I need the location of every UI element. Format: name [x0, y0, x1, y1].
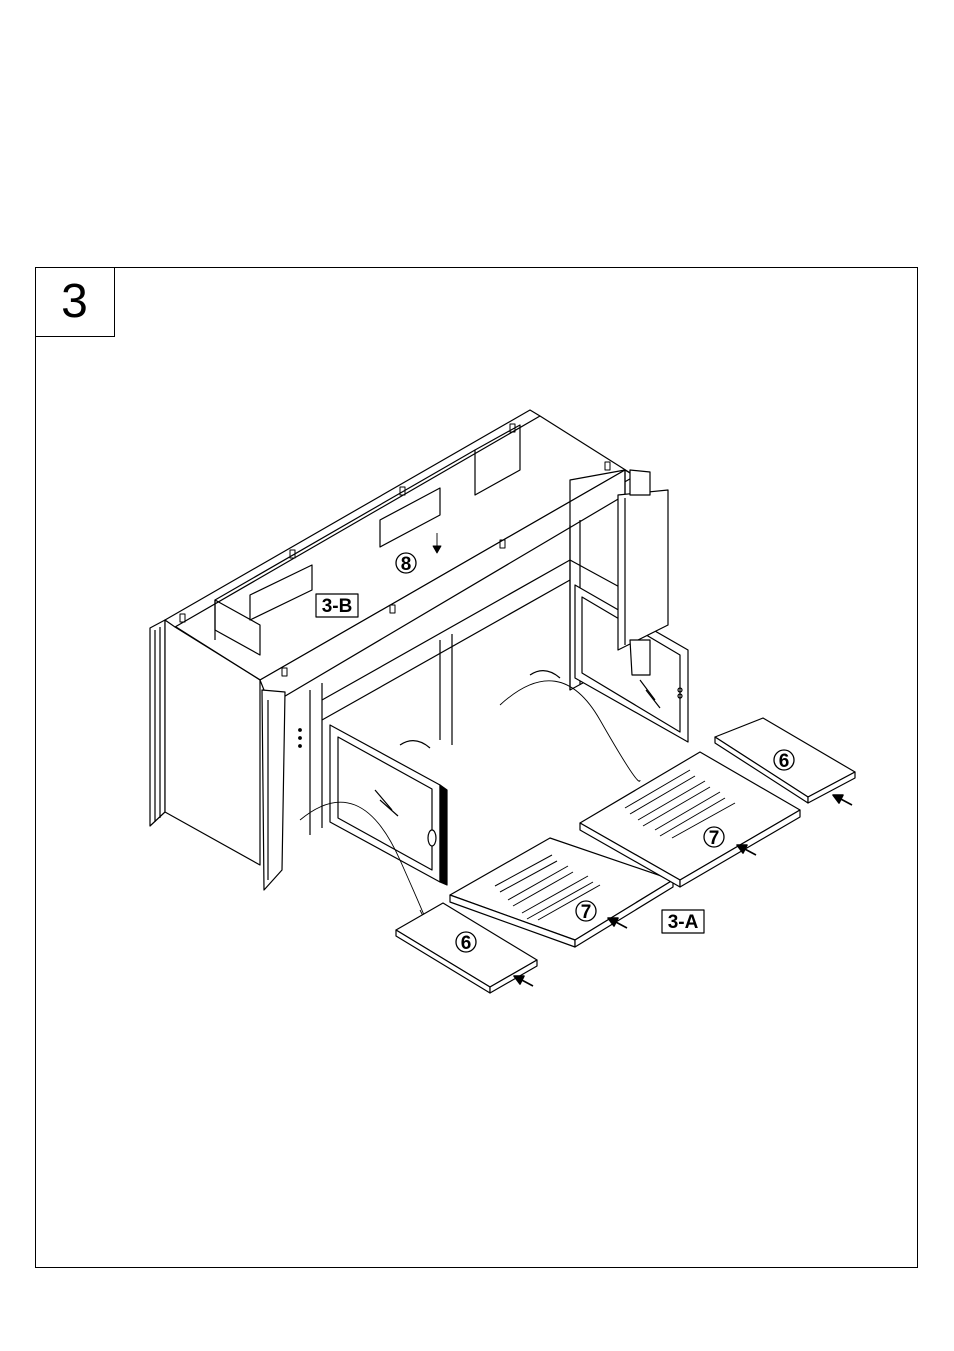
left-door: [262, 690, 301, 890]
callout-3-a-label: 3-A: [668, 912, 699, 933]
cam-screws: [180, 424, 610, 676]
part-6-number: 6: [461, 933, 472, 954]
center-glass-door: [330, 725, 447, 885]
part-label-8: 8: [396, 553, 416, 575]
part-8-number: 8: [401, 554, 412, 575]
callout-3-a: 3-A: [662, 910, 704, 933]
callout-3-b: 3-B: [316, 594, 358, 617]
part-7-number: 7: [581, 902, 592, 923]
part-6-number: 6: [779, 751, 790, 772]
callout-3-b-label: 3-B: [322, 596, 353, 617]
part-7-number: 7: [709, 828, 720, 849]
